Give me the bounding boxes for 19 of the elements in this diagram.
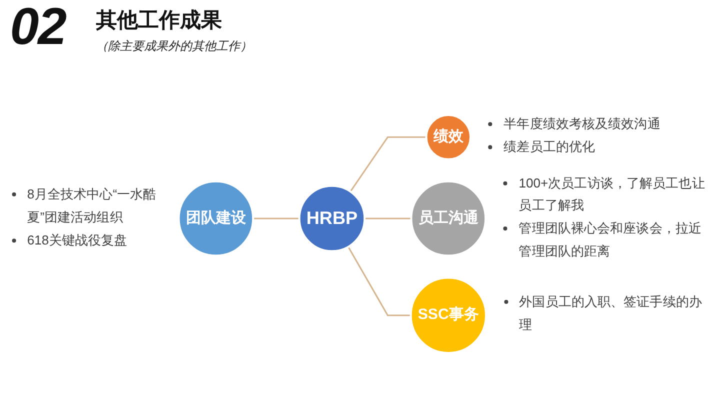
connector-line [364, 218, 412, 220]
circle-node: SSC事务 [410, 276, 487, 354]
connector-line [350, 136, 426, 192]
circle-node: 员工沟通 [410, 180, 487, 257]
connector-line [348, 246, 411, 316]
bullet-text: 8月全技术中心“一水酷夏”团建活动组织 [27, 185, 158, 226]
bullet-text: 100+次员工访谈，了解员工也让员工了解我 [518, 174, 706, 215]
subtitle: （除主要成果外的其他工作） [96, 38, 252, 54]
bullet-text: 管理团队裸心会和座谈会，拉近管理团队的距离 [518, 220, 703, 260]
circle-node: 团队建设 [178, 180, 254, 257]
circle-node: HRBP [298, 184, 366, 252]
section-number: 02 [10, 0, 66, 58]
bullet-text: 绩差员工的优化 [504, 138, 596, 156]
circle-node: 绩效 [425, 114, 472, 160]
connector-line [253, 218, 300, 220]
bullet-text: 半年度绩效考核及绩效沟通 [504, 115, 660, 134]
bullet-text: 外国员工的入职、签证手续的办理 [519, 293, 703, 334]
title: 其他工作成果 [96, 8, 222, 34]
bullet-text: 618关键战役复盘 [27, 231, 128, 250]
